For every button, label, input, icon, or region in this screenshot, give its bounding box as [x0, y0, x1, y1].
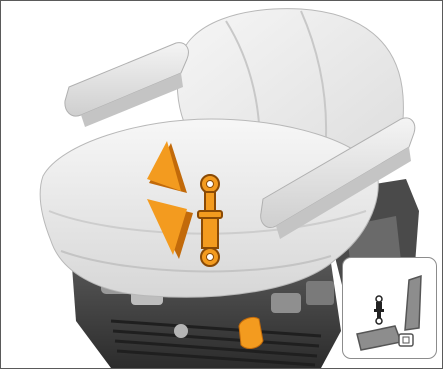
right-armrest [260, 117, 416, 239]
arrow-up-icon [147, 141, 187, 193]
arrow-down-icon [147, 199, 193, 259]
seat-adjust-icon [356, 274, 422, 351]
height-adjust-handle [238, 316, 264, 349]
seat-adjust-symbol [342, 257, 437, 359]
left-armrest [64, 42, 189, 127]
shock-absorber-icon [197, 174, 223, 267]
